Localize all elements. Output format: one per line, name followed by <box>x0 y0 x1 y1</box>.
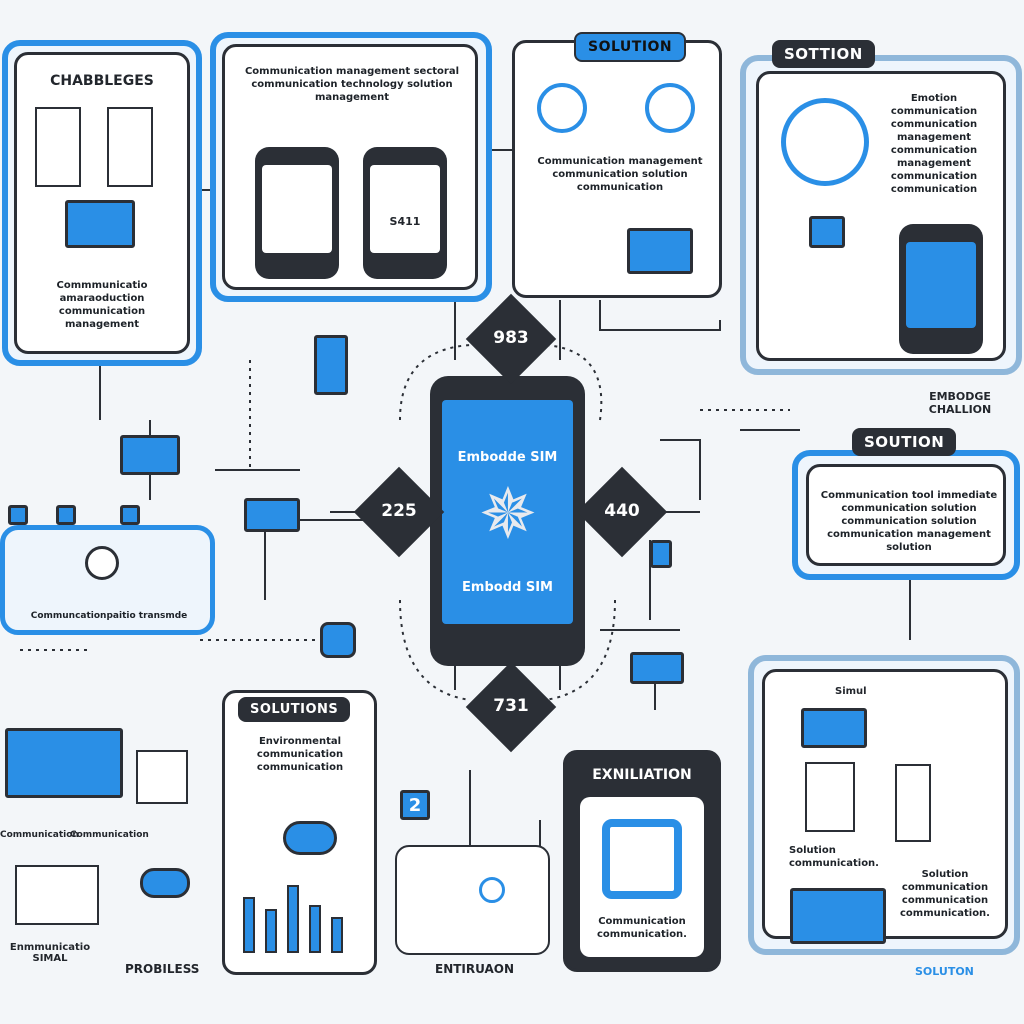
document-icon <box>107 107 153 187</box>
screen-icon <box>809 216 845 248</box>
right-bottom-panel: Simul Solution communication. Solution c… <box>748 655 1020 955</box>
star-gear-icon: ✵ <box>478 473 538 555</box>
phone-gear-icon <box>899 224 983 354</box>
bottom-label-entiruaon: ENTIRUAON <box>435 962 515 976</box>
monitor-icon <box>801 708 867 748</box>
document-icon <box>895 764 931 842</box>
screen-title-bottom: Embodd SIM <box>462 580 553 595</box>
server-stack-icon <box>15 865 99 925</box>
eye-icon <box>479 877 505 903</box>
left-caption-2: Communication <box>70 830 149 840</box>
node-label-right: 440 <box>604 501 640 521</box>
target-icon <box>537 83 587 133</box>
network-hub-icon <box>85 546 119 580</box>
solution-top-title: SOLUTION <box>574 32 687 62</box>
node-label-bottom: 731 <box>493 696 529 716</box>
phone-icon: S411 <box>363 147 447 279</box>
challenges-title: CHABBLEGES <box>50 73 154 89</box>
solutions-panel: Environmental communication communicatio… <box>222 690 377 975</box>
device-icon <box>790 888 886 944</box>
chip-number-box: 2 <box>400 790 430 820</box>
document-icon <box>136 750 188 804</box>
soution-panel: Communication tool immediate communicati… <box>792 450 1020 580</box>
central-phone: Embodde SIM ✵ Embodd SIM <box>430 376 585 666</box>
node-icon <box>8 505 28 525</box>
sottion-title: SOTTION <box>772 40 875 68</box>
phones-panel: Communication management sectoral commun… <box>210 32 492 302</box>
flow-panel <box>395 845 550 955</box>
document-icon <box>805 762 855 832</box>
node-label-top: 983 <box>493 328 529 348</box>
connector-icon <box>140 868 190 898</box>
target-icon <box>781 98 869 186</box>
phones-panel-text: Communication management sectoral commun… <box>244 66 460 103</box>
monitor-icon <box>65 200 135 248</box>
bottom-label-solution: SOLUTON <box>915 965 974 978</box>
challenges-text: Commmunicatio amaraoduction communicatio… <box>56 280 148 330</box>
screen-title-top: Embodde SIM <box>457 450 558 465</box>
sim-chip-icon <box>630 652 684 684</box>
node-icon <box>120 505 140 525</box>
bottom-label-problems: PROBILESS <box>125 962 200 976</box>
solution-top-panel: Communication management communication s… <box>512 40 722 298</box>
monitor-icon <box>5 728 123 798</box>
monitor-icon <box>120 435 180 475</box>
phone-screen-label: S411 <box>389 215 421 228</box>
chip-number: 2 <box>408 795 422 816</box>
eye-icon <box>645 83 695 133</box>
soution-text: Communication tool immediate communicati… <box>820 490 998 553</box>
right-panel-text-left: Solution communication. <box>789 845 879 869</box>
network-caption: Communcationpaitio transmde <box>30 611 188 621</box>
soution-title: SOUTION <box>852 428 957 456</box>
node-icon <box>56 505 76 525</box>
right-panel-text-right: Solution communication communication com… <box>900 869 990 919</box>
sottion-text: Emotion communication communication mana… <box>890 93 978 195</box>
solutions-text: Environmental communication communicatio… <box>256 736 344 773</box>
bottom-label-left: Enmmunicatio SIMAL <box>9 942 91 964</box>
exniliation-title: EXNILIATION <box>592 767 692 783</box>
exniliation-panel: EXNILIATION Communication communication. <box>563 750 721 972</box>
solution-top-text: Communication management communication s… <box>537 156 703 193</box>
network-panel: Communcationpaitio transmde <box>0 525 215 635</box>
cloud-icon <box>283 821 337 855</box>
screen-icon <box>320 622 356 658</box>
monitor-icon <box>627 228 693 274</box>
phone-icon <box>255 147 339 279</box>
right-panel-heading: Simul <box>835 686 867 697</box>
node-label-left: 225 <box>381 501 417 521</box>
bar-graphic-icon <box>243 873 363 953</box>
document-icon <box>35 107 81 187</box>
sim-chip-icon <box>244 498 300 532</box>
gear-icon <box>602 819 682 899</box>
challenges-panel: CHABBLEGES Commmunicatio amaraoduction c… <box>2 40 202 366</box>
square-icon <box>650 540 672 568</box>
exniliation-text: Communication communication. <box>597 916 687 940</box>
phone-small-icon <box>314 335 348 395</box>
sottion-panel: Emotion communication communication mana… <box>740 55 1022 375</box>
challenge-label: EMBODGE CHALLION <box>928 390 992 416</box>
solutions-title: SOLUTIONS <box>238 697 351 722</box>
left-caption: Communication <box>0 830 79 840</box>
